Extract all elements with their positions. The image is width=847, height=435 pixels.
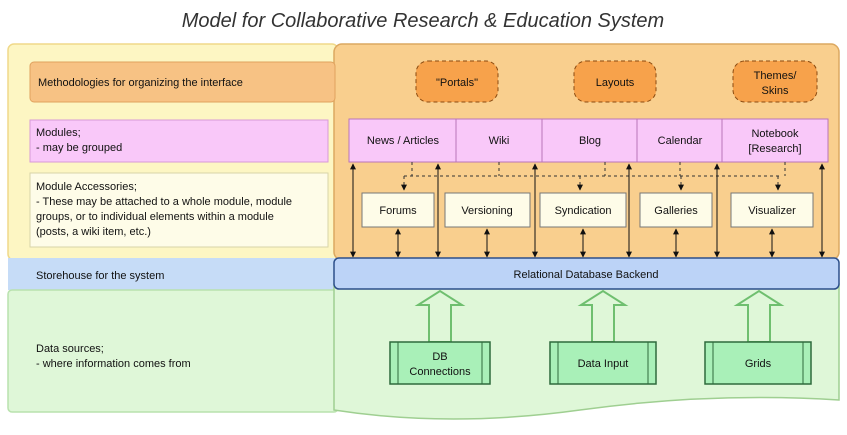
row-modules: Modules; - may be grouped (29, 119, 329, 163)
accessory-versioning-label: Versioning (461, 205, 512, 217)
storehouse-label: Storehouse for the system (36, 270, 164, 282)
arrow-grids-up (733, 289, 785, 343)
accessory-db-arrows (395, 228, 775, 258)
pill-themes-label-line-2: Skins (762, 85, 789, 97)
accessory-boxes: Forums Versioning Syndication Galleries … (361, 192, 814, 228)
modules-label-line-1: Modules; (36, 127, 81, 139)
source-data-input (549, 341, 657, 385)
row-methodologies: Methodologies for organizing the interfa… (29, 61, 336, 103)
module-news-articles: News / Articles (367, 135, 440, 147)
source-data-input-label: Data Input (578, 358, 629, 370)
row-datasources: Data sources; - where information comes … (36, 343, 191, 370)
modules-bar-box (348, 118, 829, 163)
accessories-label-box (29, 172, 329, 248)
row-accessories: Module Accessories; - These may be attac… (29, 172, 329, 248)
accessory-galleries (639, 192, 713, 228)
source-grids-label: Grids (745, 358, 772, 370)
pill-themes-skins (732, 60, 818, 103)
pill-layouts-label: Layouts (596, 77, 635, 89)
module-notebook-line-1: Notebook (751, 128, 799, 140)
pill-layouts (573, 60, 657, 103)
database-backend-label: Relational Database Backend (514, 269, 659, 281)
pill-themes-label-line-1: Themes/ (754, 70, 798, 82)
source-grids (704, 341, 812, 385)
module-notebook-line-2: [Research] (748, 143, 801, 155)
accessory-forums (361, 192, 435, 228)
accessory-forums-label: Forums (379, 205, 417, 217)
methodologies-label: Methodologies for organizing the interfa… (38, 77, 243, 89)
accessories-label-line-3: groups, or to individual elements within… (36, 211, 274, 223)
methodologies-label-box (29, 61, 336, 103)
module-db-arrows (350, 163, 825, 258)
source-db-connections-line-1: DB (432, 351, 447, 363)
methodology-pills: "Portals" Layouts Themes/ Skins (415, 60, 818, 103)
pill-portals-label: "Portals" (436, 77, 478, 89)
source-db-connections (389, 341, 491, 385)
left-blue-band (8, 258, 338, 290)
module-wiki: Wiki (489, 135, 510, 147)
source-arrows (414, 289, 785, 343)
diagram-title: Model for Collaborative Research & Educa… (182, 10, 664, 32)
accessories-label-line-2: - These may be attached to a whole modul… (36, 196, 292, 208)
accessory-visualizer-label: Visualizer (748, 205, 796, 217)
source-db-connections-line-2: Connections (409, 366, 471, 378)
modules-label-line-2: - may be grouped (36, 142, 122, 154)
datasources-label-line-1: Data sources; (36, 343, 104, 355)
accessory-versioning (444, 192, 531, 228)
pill-portals (415, 60, 499, 103)
accessory-syndication-label: Syndication (555, 205, 612, 217)
modules-label-box (29, 119, 329, 163)
accessories-label-line-1: Module Accessories; (36, 181, 137, 193)
database-backend-bar (333, 257, 840, 290)
module-calendar: Calendar (658, 135, 703, 147)
accessory-galleries-label: Galleries (654, 205, 698, 217)
source-boxes: DB Connections Data Input Grids (389, 341, 812, 385)
accessories-label-line-4: (posts, a wiki item, etc.) (36, 226, 151, 238)
arrow-data-input-up (577, 289, 629, 343)
accessory-visualizer (730, 192, 814, 228)
modules-bar: News / Articles Wiki Blog Calendar Noteb… (348, 118, 829, 163)
module-blog: Blog (579, 135, 601, 147)
accessory-syndication (539, 192, 627, 228)
datasources-label-line-2: - where information comes from (36, 358, 191, 370)
arrow-db-connections-up (414, 289, 466, 343)
